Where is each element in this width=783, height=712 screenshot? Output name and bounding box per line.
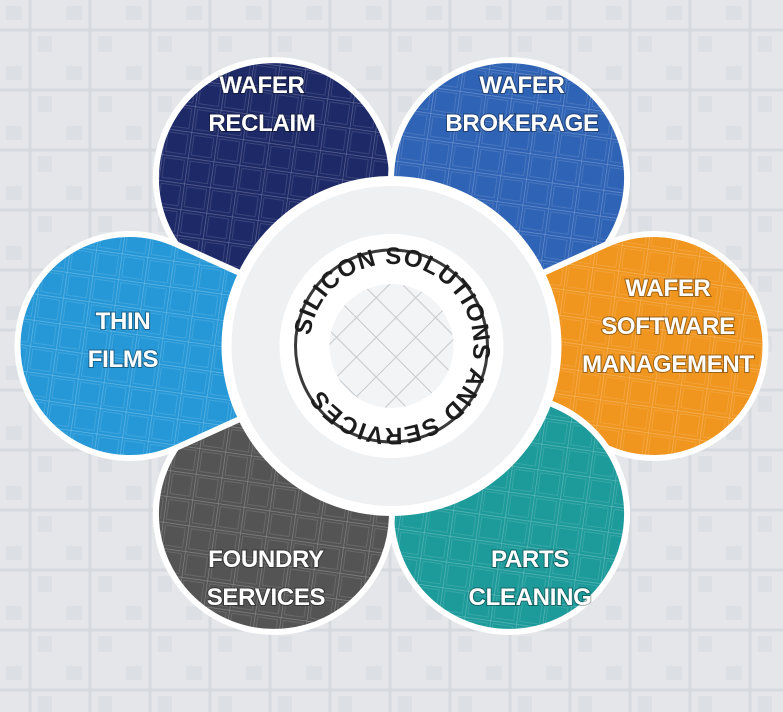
petal-label-line: RECLAIM [208, 110, 315, 137]
center-hub: SILICON SOLUTIONS AND SERVICES [221, 176, 562, 516]
petal-label-line: CLEANING [469, 584, 592, 611]
petal-label-line: FILMS [88, 346, 159, 373]
petal-grid [381, 234, 766, 459]
petal-grid [17, 234, 402, 459]
center-disc-border [294, 248, 489, 444]
petal-label-line: SERVICES [207, 584, 326, 611]
petal-label-line: WAFER [625, 275, 710, 302]
petal-label-line: SOFTWARE [601, 313, 735, 340]
center-wafer-grid [329, 284, 454, 408]
petal-wafer-software-management: WAFER SOFTWARE MANAGEMENT [374, 231, 769, 461]
petal-label-line: BROKERAGE [445, 110, 599, 137]
petal-label-line: MANAGEMENT [582, 351, 754, 378]
petal-thin-films: THIN FILMS [14, 231, 409, 461]
petal-label-line: WAFER [219, 72, 304, 99]
petal-label-line: THIN [96, 308, 151, 335]
petal-label-line: FOUNDRY [208, 546, 324, 573]
petal-label-line: WAFER [479, 72, 564, 99]
petal-label-line: PARTS [491, 546, 569, 573]
